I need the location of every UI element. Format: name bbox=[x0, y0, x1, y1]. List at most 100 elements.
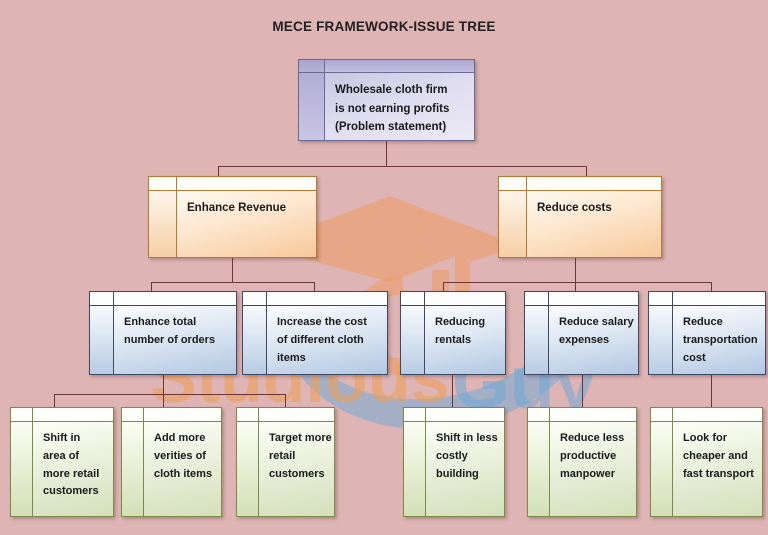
node-line: items bbox=[277, 351, 306, 364]
node-line: rentals bbox=[435, 333, 472, 346]
node-header-left bbox=[90, 292, 114, 305]
node-body: Shift in less costly building bbox=[404, 422, 504, 516]
node-header-main bbox=[325, 60, 474, 72]
node-increase-cost[interactable]: Increase the cost of different cloth ite… bbox=[242, 291, 388, 375]
connector-revenue-down bbox=[232, 258, 233, 282]
node-side-strip bbox=[122, 422, 144, 516]
node-text: Reduce less productive manpower bbox=[550, 422, 636, 516]
node-header-left bbox=[299, 60, 325, 72]
node-line: building bbox=[436, 467, 479, 480]
node-body: Reduce transportation cost bbox=[649, 306, 765, 374]
node-body: Reduce costs bbox=[499, 191, 661, 257]
node-header-left bbox=[11, 408, 33, 421]
node-text: Wholesale cloth firm is not earning prof… bbox=[325, 73, 474, 140]
node-target-retail[interactable]: Target more retail customers bbox=[236, 407, 335, 517]
node-side-strip bbox=[243, 306, 267, 374]
node-line: Reducing bbox=[435, 316, 486, 328]
node-header-main bbox=[33, 408, 113, 421]
node-line: cloth items bbox=[154, 467, 213, 480]
connector-costs-down bbox=[575, 258, 576, 282]
node-side-strip bbox=[649, 306, 673, 374]
node-text: Reduce salary expenses bbox=[549, 306, 638, 374]
connector-to-transport bbox=[711, 282, 712, 291]
node-header-main bbox=[527, 177, 661, 190]
node-text: Reduce costs bbox=[527, 191, 661, 257]
node-reduce-transportation[interactable]: Reduce transportation cost bbox=[648, 291, 766, 375]
node-line: is not earning profits bbox=[335, 102, 450, 115]
node-header-bar bbox=[528, 408, 636, 422]
connector-to-cheaper-transport bbox=[711, 394, 712, 407]
connector-to-shift-area bbox=[54, 394, 55, 407]
node-header-bar bbox=[243, 292, 387, 306]
node-header-main bbox=[426, 408, 504, 421]
node-line: more retail bbox=[43, 467, 100, 480]
connector-to-salary bbox=[575, 282, 576, 291]
connector-to-revenue bbox=[218, 166, 219, 177]
node-reducing-rentals[interactable]: Reducing rentals bbox=[400, 291, 506, 375]
node-enhance-orders[interactable]: Enhance total number of orders bbox=[89, 291, 237, 375]
node-shift-area[interactable]: Shift in area of more retail customers bbox=[10, 407, 114, 517]
node-header-bar bbox=[122, 408, 221, 422]
node-header-left bbox=[528, 408, 550, 421]
node-line: Increase the cost bbox=[277, 316, 367, 328]
node-line: Wholesale cloth firm bbox=[335, 84, 448, 96]
node-line: Look for bbox=[683, 432, 727, 444]
node-add-varieties[interactable]: Add more verities of cloth items bbox=[121, 407, 222, 517]
node-cheaper-fast-transport[interactable]: Look for cheaper and fast transport bbox=[650, 407, 763, 517]
node-line: Shift in bbox=[43, 432, 81, 444]
node-header-bar bbox=[299, 60, 474, 73]
node-header-main bbox=[144, 408, 221, 421]
node-side-strip bbox=[237, 422, 259, 516]
node-header-left bbox=[237, 408, 259, 421]
node-header-bar bbox=[11, 408, 113, 422]
node-text: Reducing rentals bbox=[425, 306, 505, 374]
node-reduce-salary[interactable]: Reduce salary expenses bbox=[524, 291, 639, 375]
node-line: transportation bbox=[683, 333, 758, 346]
node-header-main bbox=[673, 408, 762, 421]
node-header-bar bbox=[90, 292, 236, 306]
node-header-bar bbox=[149, 177, 316, 191]
node-header-left bbox=[649, 292, 673, 305]
node-body: Reduce less productive manpower bbox=[528, 422, 636, 516]
node-reduce-costs[interactable]: Reduce costs bbox=[498, 176, 662, 258]
connector-orders-bus bbox=[54, 394, 285, 395]
node-header-bar bbox=[649, 292, 765, 306]
node-side-strip bbox=[149, 191, 177, 257]
connector-revenue-bus bbox=[151, 282, 315, 283]
diagram-title: MECE FRAMEWORK-ISSUE TREE bbox=[272, 19, 496, 34]
node-enhance-revenue[interactable]: Enhance Revenue bbox=[148, 176, 317, 258]
connector-orders-down bbox=[163, 375, 164, 394]
node-header-main bbox=[549, 292, 638, 305]
connector-to-target-retail bbox=[285, 394, 286, 407]
node-body: Enhance total number of orders bbox=[90, 306, 236, 374]
node-root-problem[interactable]: Wholesale cloth firm is not earning prof… bbox=[298, 59, 475, 141]
node-side-strip bbox=[299, 73, 325, 140]
node-line: Shift in less bbox=[436, 432, 498, 444]
node-side-strip bbox=[528, 422, 550, 516]
node-side-strip bbox=[404, 422, 426, 516]
node-line: productive bbox=[560, 449, 617, 462]
node-header-main bbox=[425, 292, 505, 305]
node-header-left bbox=[243, 292, 267, 305]
node-line: Reduce salary bbox=[559, 316, 634, 328]
node-text: Shift in area of more retail customers bbox=[33, 422, 113, 516]
node-side-strip bbox=[401, 306, 425, 374]
node-body: Add more verities of cloth items bbox=[122, 422, 221, 516]
connector-to-costs bbox=[586, 166, 587, 177]
node-body: Enhance Revenue bbox=[149, 191, 316, 257]
node-text: Reduce transportation cost bbox=[673, 306, 765, 374]
node-header-bar bbox=[404, 408, 504, 422]
node-line: expenses bbox=[559, 333, 610, 346]
node-text: Target more retail customers bbox=[259, 422, 334, 516]
node-header-left bbox=[499, 177, 527, 190]
node-header-bar bbox=[401, 292, 505, 306]
node-line: Reduce costs bbox=[537, 202, 612, 214]
node-body: Look for cheaper and fast transport bbox=[651, 422, 762, 516]
node-text: Increase the cost of different cloth ite… bbox=[267, 306, 387, 374]
node-line: manpower bbox=[560, 467, 616, 480]
node-less-costly-building[interactable]: Shift in less costly building bbox=[403, 407, 505, 517]
node-side-strip bbox=[90, 306, 114, 374]
node-header-bar bbox=[237, 408, 334, 422]
node-less-productive-manpower[interactable]: Reduce less productive manpower bbox=[527, 407, 637, 517]
node-line: cheaper and bbox=[683, 449, 748, 462]
